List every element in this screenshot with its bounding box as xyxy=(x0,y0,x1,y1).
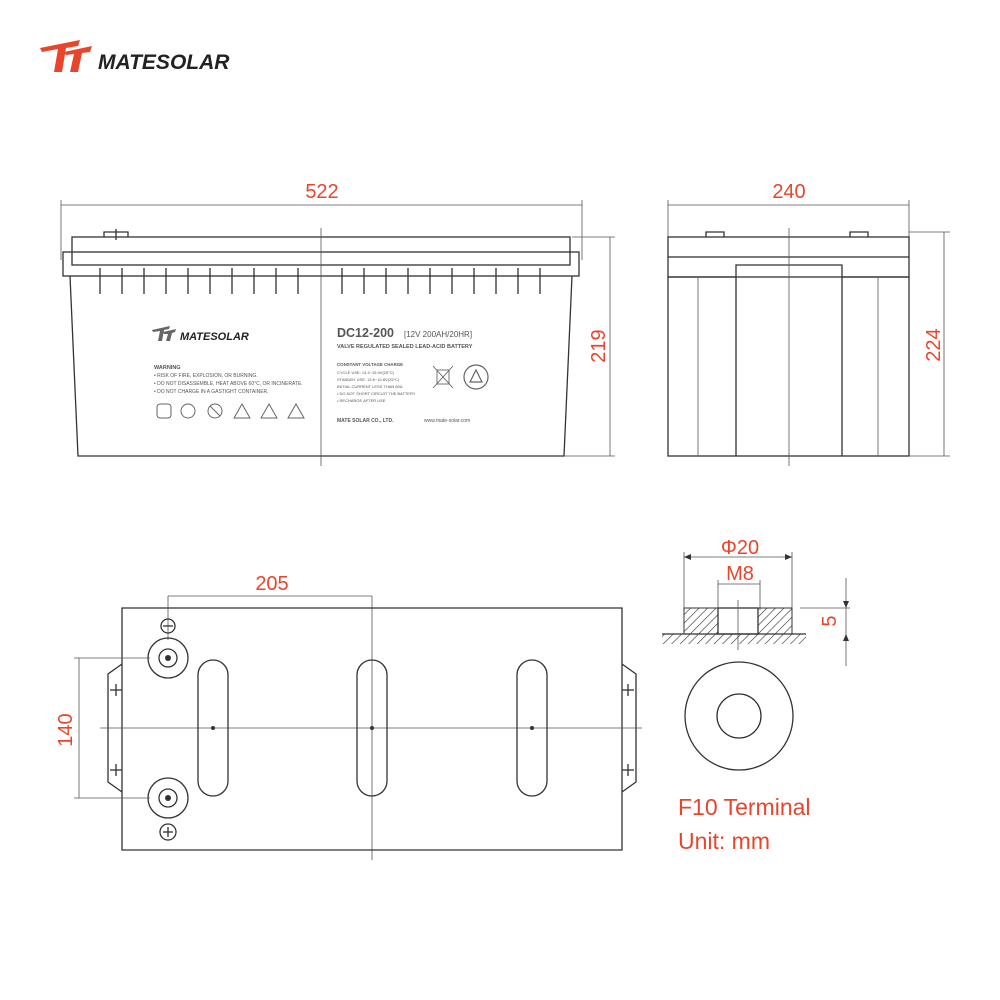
no-fire-icon xyxy=(207,403,223,419)
logo-mark-icon xyxy=(40,40,92,72)
model-rating: [12V 200AH/20HR] xyxy=(404,330,472,339)
front-label-brand: MATESOLAR xyxy=(180,331,249,343)
eye-protection-icon xyxy=(180,403,196,419)
front-width-dim: 522 xyxy=(305,181,338,203)
charge-line: INITIAL CURRENT LESS THAN 60A xyxy=(337,384,403,389)
side-case xyxy=(667,276,910,457)
brand-name: MATESOLAR xyxy=(98,51,230,74)
side-height-dim: 224 xyxy=(923,328,945,361)
thread-size-dim: M8 xyxy=(726,563,754,585)
terminal-height-dim: 5 xyxy=(819,615,841,626)
acid-warning-icon xyxy=(260,402,278,419)
unit-note: Unit: mm xyxy=(678,828,770,854)
front-view: 522 MATESOLAR WARNING • RISK OF FIRE, EX… xyxy=(60,181,615,466)
battery-type: VALVE REGULATED SEALED LEAD-ACID BATTERY xyxy=(337,344,473,350)
ground-hatch xyxy=(662,634,806,644)
no-dispose-icon xyxy=(432,365,454,389)
charge-line: STANDBY USE: 13.6~13.8V(25°C) xyxy=(337,377,400,382)
top-width-dim: 140 xyxy=(55,713,77,746)
charge-line: • RECHARGE AFTER USE xyxy=(337,398,386,403)
warning-line: • DO NOT DISASSEMBLE, HEAT ABOVE 60°C, O… xyxy=(154,381,303,387)
side-width-dim: 240 xyxy=(772,181,805,203)
front-height-dim: 219 xyxy=(588,329,610,362)
positive-terminal xyxy=(147,777,189,841)
charge-line: CYCLE USE: 14.4~15.0V(25°C) xyxy=(337,370,395,375)
top-view: 205 xyxy=(55,573,642,860)
terminal-diameter-dim: Φ20 xyxy=(721,537,759,559)
charge-title: CONSTANT VOLTAGE CHARGE xyxy=(337,362,403,367)
safety-icons xyxy=(156,402,305,419)
side-view: 240 224 xyxy=(667,181,950,466)
company-website: www.mate-solar.com xyxy=(424,418,470,424)
charge-line: • DO NOT SHORT CIRCUIT THE BATTERY xyxy=(337,391,416,396)
vent-slot xyxy=(516,659,548,797)
terminal-detail: Φ20 M8 5 xyxy=(662,537,850,771)
front-label-logo-icon xyxy=(152,326,176,341)
terminal-note: F10 Terminal xyxy=(678,794,811,820)
warning-icon xyxy=(233,402,251,419)
vent-slot xyxy=(356,659,388,797)
brand-logo: MATESOLAR xyxy=(40,40,230,74)
top-case xyxy=(121,607,623,851)
terminal-spacing-dim: 205 xyxy=(255,573,288,595)
company-name: MATE SOLAR CO., LTD. xyxy=(337,418,394,424)
warning-line: • DO NOT CHARGE IN A GASTIGHT CONTAINER. xyxy=(154,389,269,395)
terminal-plan xyxy=(684,661,794,771)
manual-icon xyxy=(156,403,172,419)
model-name: DC12-200 xyxy=(337,326,394,340)
warning-title: WARNING xyxy=(154,365,181,371)
recycle-icon xyxy=(463,364,489,390)
warning-line: • RISK OF FIRE, EXPLOSION, OR BURNING. xyxy=(154,373,258,379)
explosion-warning-icon xyxy=(287,402,305,419)
lid-ribs xyxy=(99,268,541,294)
vent-slot xyxy=(197,659,229,797)
